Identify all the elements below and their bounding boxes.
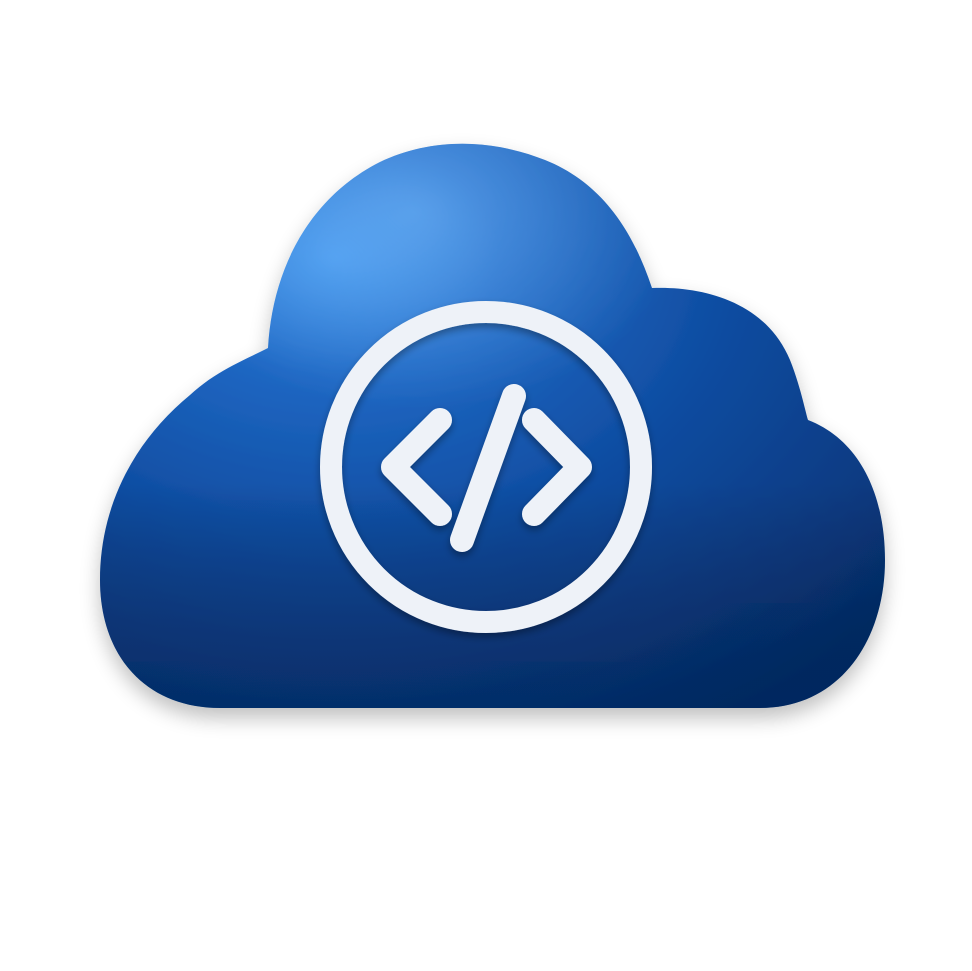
code-emblem <box>320 301 652 633</box>
code-brackets-icon <box>381 384 592 552</box>
emblem-ring <box>320 301 652 633</box>
right-angle-bracket <box>522 408 592 526</box>
left-angle-bracket <box>381 408 452 526</box>
slash <box>450 384 526 552</box>
cloud-shape <box>100 143 885 709</box>
